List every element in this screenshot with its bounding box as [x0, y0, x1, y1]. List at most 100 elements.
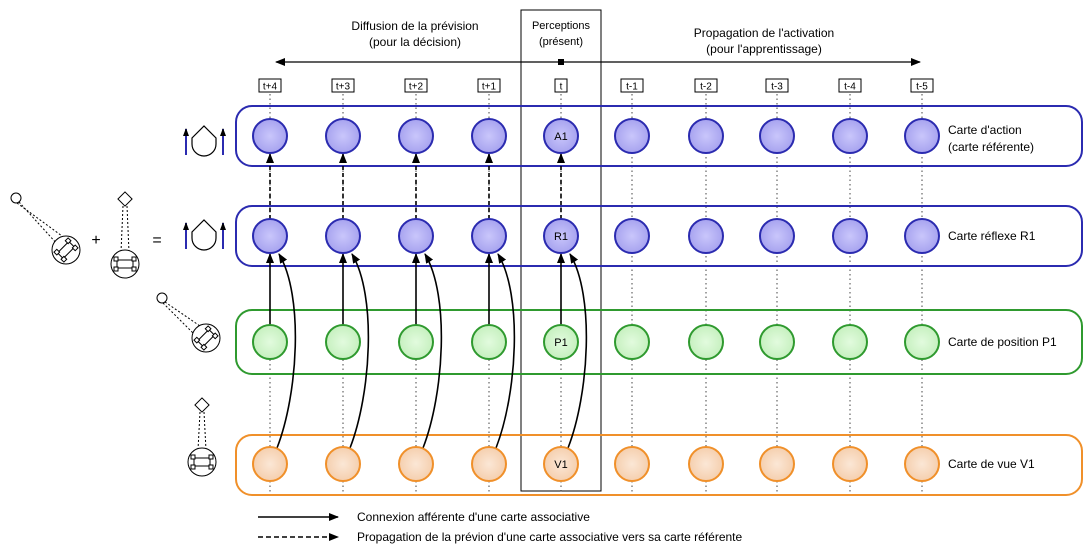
equation-equals: =	[152, 232, 161, 249]
afferent-curve-arrow	[495, 253, 516, 449]
time-label: t-4	[838, 78, 862, 93]
position-neuron	[325, 324, 361, 360]
right-title-line2: (pour l'apprentissage)	[706, 42, 822, 56]
action-neuron: A1	[543, 118, 579, 154]
equation-plus: +	[91, 232, 100, 249]
reflex-neuron: R1	[543, 218, 579, 254]
position-neuron	[759, 324, 795, 360]
position-map-icon	[156, 292, 221, 353]
action-map-sublabel: (carte référente)	[948, 140, 1034, 154]
reflex-neuron	[252, 218, 288, 254]
position-neuron	[252, 324, 288, 360]
action-neuron	[398, 118, 434, 154]
view-neuron	[471, 446, 507, 482]
view-map-box	[235, 434, 1083, 496]
position-neuron	[398, 324, 434, 360]
time-label: t-5	[910, 78, 934, 93]
action-map-icon	[183, 125, 226, 157]
svg-text:t-1: t-1	[626, 82, 638, 93]
position-neuron	[832, 324, 868, 360]
position-map-label: Carte de position P1	[948, 335, 1057, 349]
present-marker	[558, 59, 564, 65]
time-label: t+1	[477, 78, 501, 93]
action-neuron	[252, 118, 288, 154]
reflex-map-icon	[183, 219, 226, 251]
svg-text:t+4: t+4	[263, 82, 278, 93]
svg-text:t: t	[560, 82, 563, 93]
action-center-label: A1	[554, 131, 567, 143]
view-neuron	[688, 446, 724, 482]
svg-text:t-2: t-2	[700, 82, 712, 93]
map-boxes	[235, 105, 1083, 496]
equation-robot-rotated	[10, 192, 81, 265]
view-neuron	[398, 446, 434, 482]
afferent-curve-arrow	[349, 253, 370, 449]
position-neuron	[614, 324, 650, 360]
action-neuron	[904, 118, 940, 154]
svg-text:t+1: t+1	[482, 82, 497, 93]
svg-text:t-4: t-4	[844, 82, 856, 93]
view-neuron	[759, 446, 795, 482]
afferent-curve-arrow	[276, 253, 297, 449]
left-title-line1: Diffusion de la prévision	[351, 19, 478, 33]
position-neuron: P1	[543, 324, 579, 360]
right-title-line1: Propagation de l'activation	[694, 26, 834, 40]
action-neuron	[832, 118, 868, 154]
view-map-label: Carte de vue V1	[948, 457, 1035, 471]
action-map-box	[235, 105, 1083, 167]
position-neuron	[904, 324, 940, 360]
reflex-neuron	[759, 218, 795, 254]
reflex-center-label: R1	[554, 231, 568, 243]
action-neuron	[325, 118, 361, 154]
reflex-neuron	[398, 218, 434, 254]
legend-solid-text: Connexion afférente d'une carte associat…	[357, 510, 590, 524]
equation-robot-straight	[110, 191, 140, 279]
left-title-line2: (pour la décision)	[369, 35, 461, 49]
time-label: t-2	[694, 78, 718, 93]
svg-text:t+3: t+3	[336, 82, 351, 93]
view-map-icon	[187, 397, 217, 477]
view-neuron	[832, 446, 868, 482]
svg-text:t+2: t+2	[409, 82, 424, 93]
view-neuron	[252, 446, 288, 482]
center-title-line2: (présent)	[539, 36, 583, 48]
center-title-line1: Perceptions	[532, 20, 591, 32]
legend-dashed-text: Propagation de la prévion d'une carte as…	[357, 530, 743, 544]
action-neuron	[614, 118, 650, 154]
reflex-neuron	[325, 218, 361, 254]
time-label: t-3	[765, 78, 789, 93]
map-labels: Carte d'action (carte référente) Carte réf…	[948, 123, 1057, 471]
reflex-neuron	[688, 218, 724, 254]
time-label: t+3	[331, 78, 355, 93]
view-neuron	[325, 446, 361, 482]
afferent-curve-arrow	[567, 253, 588, 449]
action-neuron	[688, 118, 724, 154]
time-label: t+4	[258, 78, 282, 93]
view-center-label: V1	[554, 459, 567, 471]
action-neuron	[471, 118, 507, 154]
connections	[266, 153, 588, 449]
reflex-neuron	[904, 218, 940, 254]
reflex-map-box	[235, 205, 1083, 267]
time-label: t+2	[404, 78, 428, 93]
afferent-curve-arrow	[422, 253, 443, 449]
position-neuron	[688, 324, 724, 360]
time-label: t	[554, 78, 568, 93]
svg-text:t-3: t-3	[771, 82, 783, 93]
time-labels: t+4 t+3 t+2 t+1 t t-1 t-2 t-3 t-4 t-5	[258, 78, 934, 93]
view-neuron: V1	[543, 446, 579, 482]
reflex-neuron	[614, 218, 650, 254]
position-map-box	[235, 309, 1083, 375]
position-center-label: P1	[554, 337, 567, 349]
svg-text:t-5: t-5	[916, 82, 928, 93]
action-map-label: Carte d'action	[948, 123, 1022, 137]
reflex-neuron	[832, 218, 868, 254]
position-neuron	[471, 324, 507, 360]
view-neuron	[904, 446, 940, 482]
reflex-map-label: Carte réflexe R1	[948, 229, 1036, 243]
time-grid-lines	[269, 94, 923, 492]
reflex-neuron	[471, 218, 507, 254]
action-neuron	[759, 118, 795, 154]
